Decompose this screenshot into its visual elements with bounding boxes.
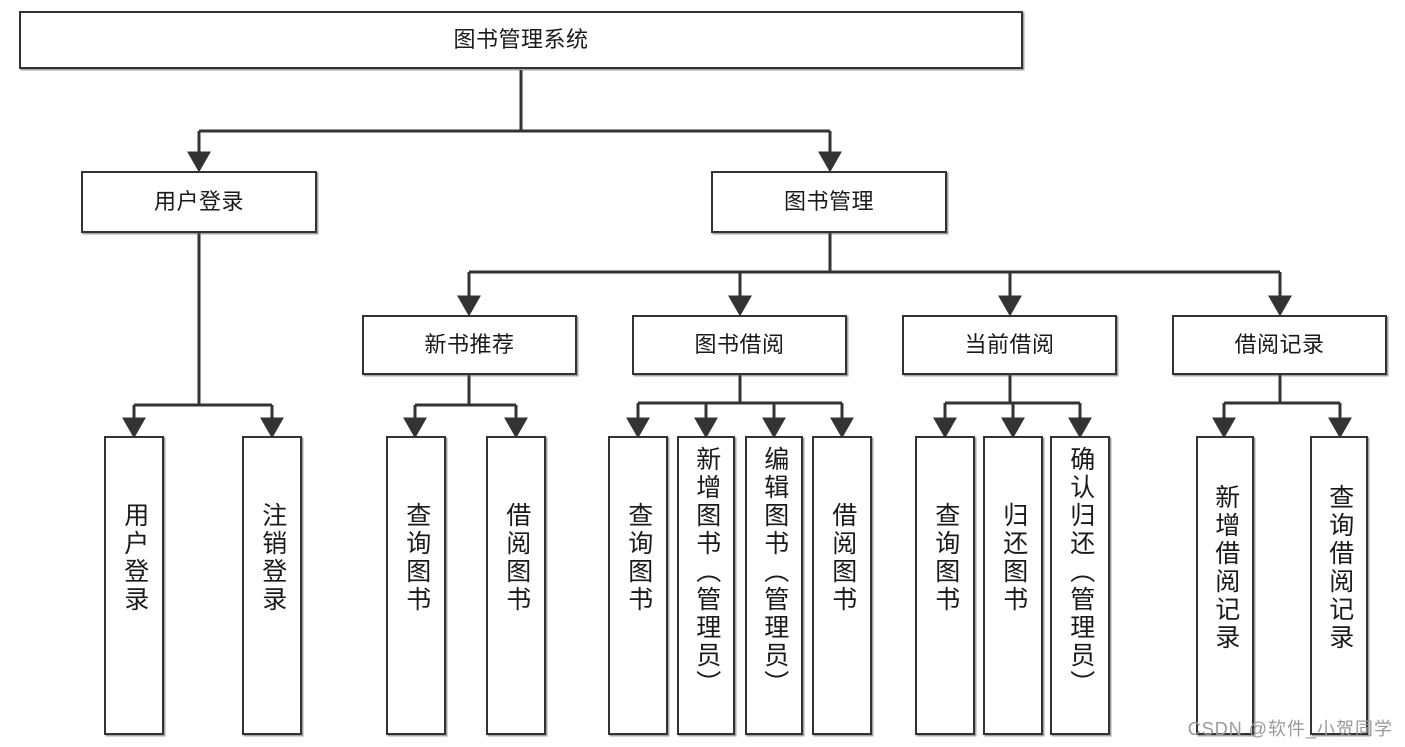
- leaf-query-book-recommend[interactable]: 查询图书: [386, 436, 446, 735]
- node-label: 确认归还（管理员）: [1066, 446, 1095, 698]
- watermark: CSDN @软件_小贺同学: [1187, 719, 1393, 739]
- leaf-add-book-admin[interactable]: 新增图书（管理员）: [677, 436, 735, 735]
- node-label: 用户登录: [120, 502, 149, 614]
- leaf-user-login[interactable]: 用户登录: [104, 436, 164, 735]
- node-root-system[interactable]: 图书管理系统: [19, 11, 1023, 69]
- node-user-login[interactable]: 用户登录: [81, 171, 317, 233]
- node-label: 编辑图书（管理员）: [760, 446, 789, 698]
- node-label: 查询图书: [402, 502, 431, 614]
- leaf-confirm-return-admin[interactable]: 确认归还（管理员）: [1050, 436, 1110, 735]
- leaf-query-borrow-record[interactable]: 查询借阅记录: [1310, 436, 1368, 735]
- leaf-borrow-book-recommend[interactable]: 借阅图书: [486, 436, 546, 735]
- node-label: 图书管理: [783, 189, 874, 215]
- node-label: 借阅图书: [502, 502, 531, 614]
- leaf-add-borrow-record[interactable]: 新增借阅记录: [1196, 436, 1254, 735]
- node-label: 借阅图书: [828, 502, 857, 614]
- node-label: 归还图书: [999, 502, 1028, 614]
- leaf-query-book-current[interactable]: 查询图书: [915, 436, 975, 735]
- node-label: 注销登录: [258, 502, 287, 614]
- node-label: 查询图书: [931, 502, 960, 614]
- node-label: 查询借阅记录: [1325, 484, 1354, 652]
- leaf-edit-book-admin[interactable]: 编辑图书（管理员）: [745, 436, 803, 735]
- node-label: 图书管理系统: [453, 27, 589, 53]
- node-label: 查询图书: [624, 502, 653, 614]
- leaf-logout-login[interactable]: 注销登录: [242, 436, 302, 735]
- node-current-borrow[interactable]: 当前借阅: [902, 315, 1117, 375]
- node-label: 借阅记录: [1234, 332, 1325, 358]
- node-label: 新书推荐: [424, 332, 515, 358]
- leaf-query-book-borrow[interactable]: 查询图书: [608, 436, 668, 735]
- leaf-borrow-book[interactable]: 借阅图书: [812, 436, 872, 735]
- node-label: 新增图书（管理员）: [692, 446, 721, 698]
- node-label: 当前借阅: [964, 332, 1055, 358]
- node-book-borrow[interactable]: 图书借阅: [632, 315, 847, 375]
- leaf-return-book[interactable]: 归还图书: [983, 436, 1043, 735]
- node-new-book-recommend[interactable]: 新书推荐: [362, 315, 577, 375]
- node-label: 图书借阅: [694, 332, 785, 358]
- node-book-management[interactable]: 图书管理: [711, 171, 947, 233]
- node-label: 新增借阅记录: [1211, 484, 1240, 652]
- node-borrow-record[interactable]: 借阅记录: [1172, 315, 1387, 375]
- node-label: 用户登录: [153, 189, 244, 215]
